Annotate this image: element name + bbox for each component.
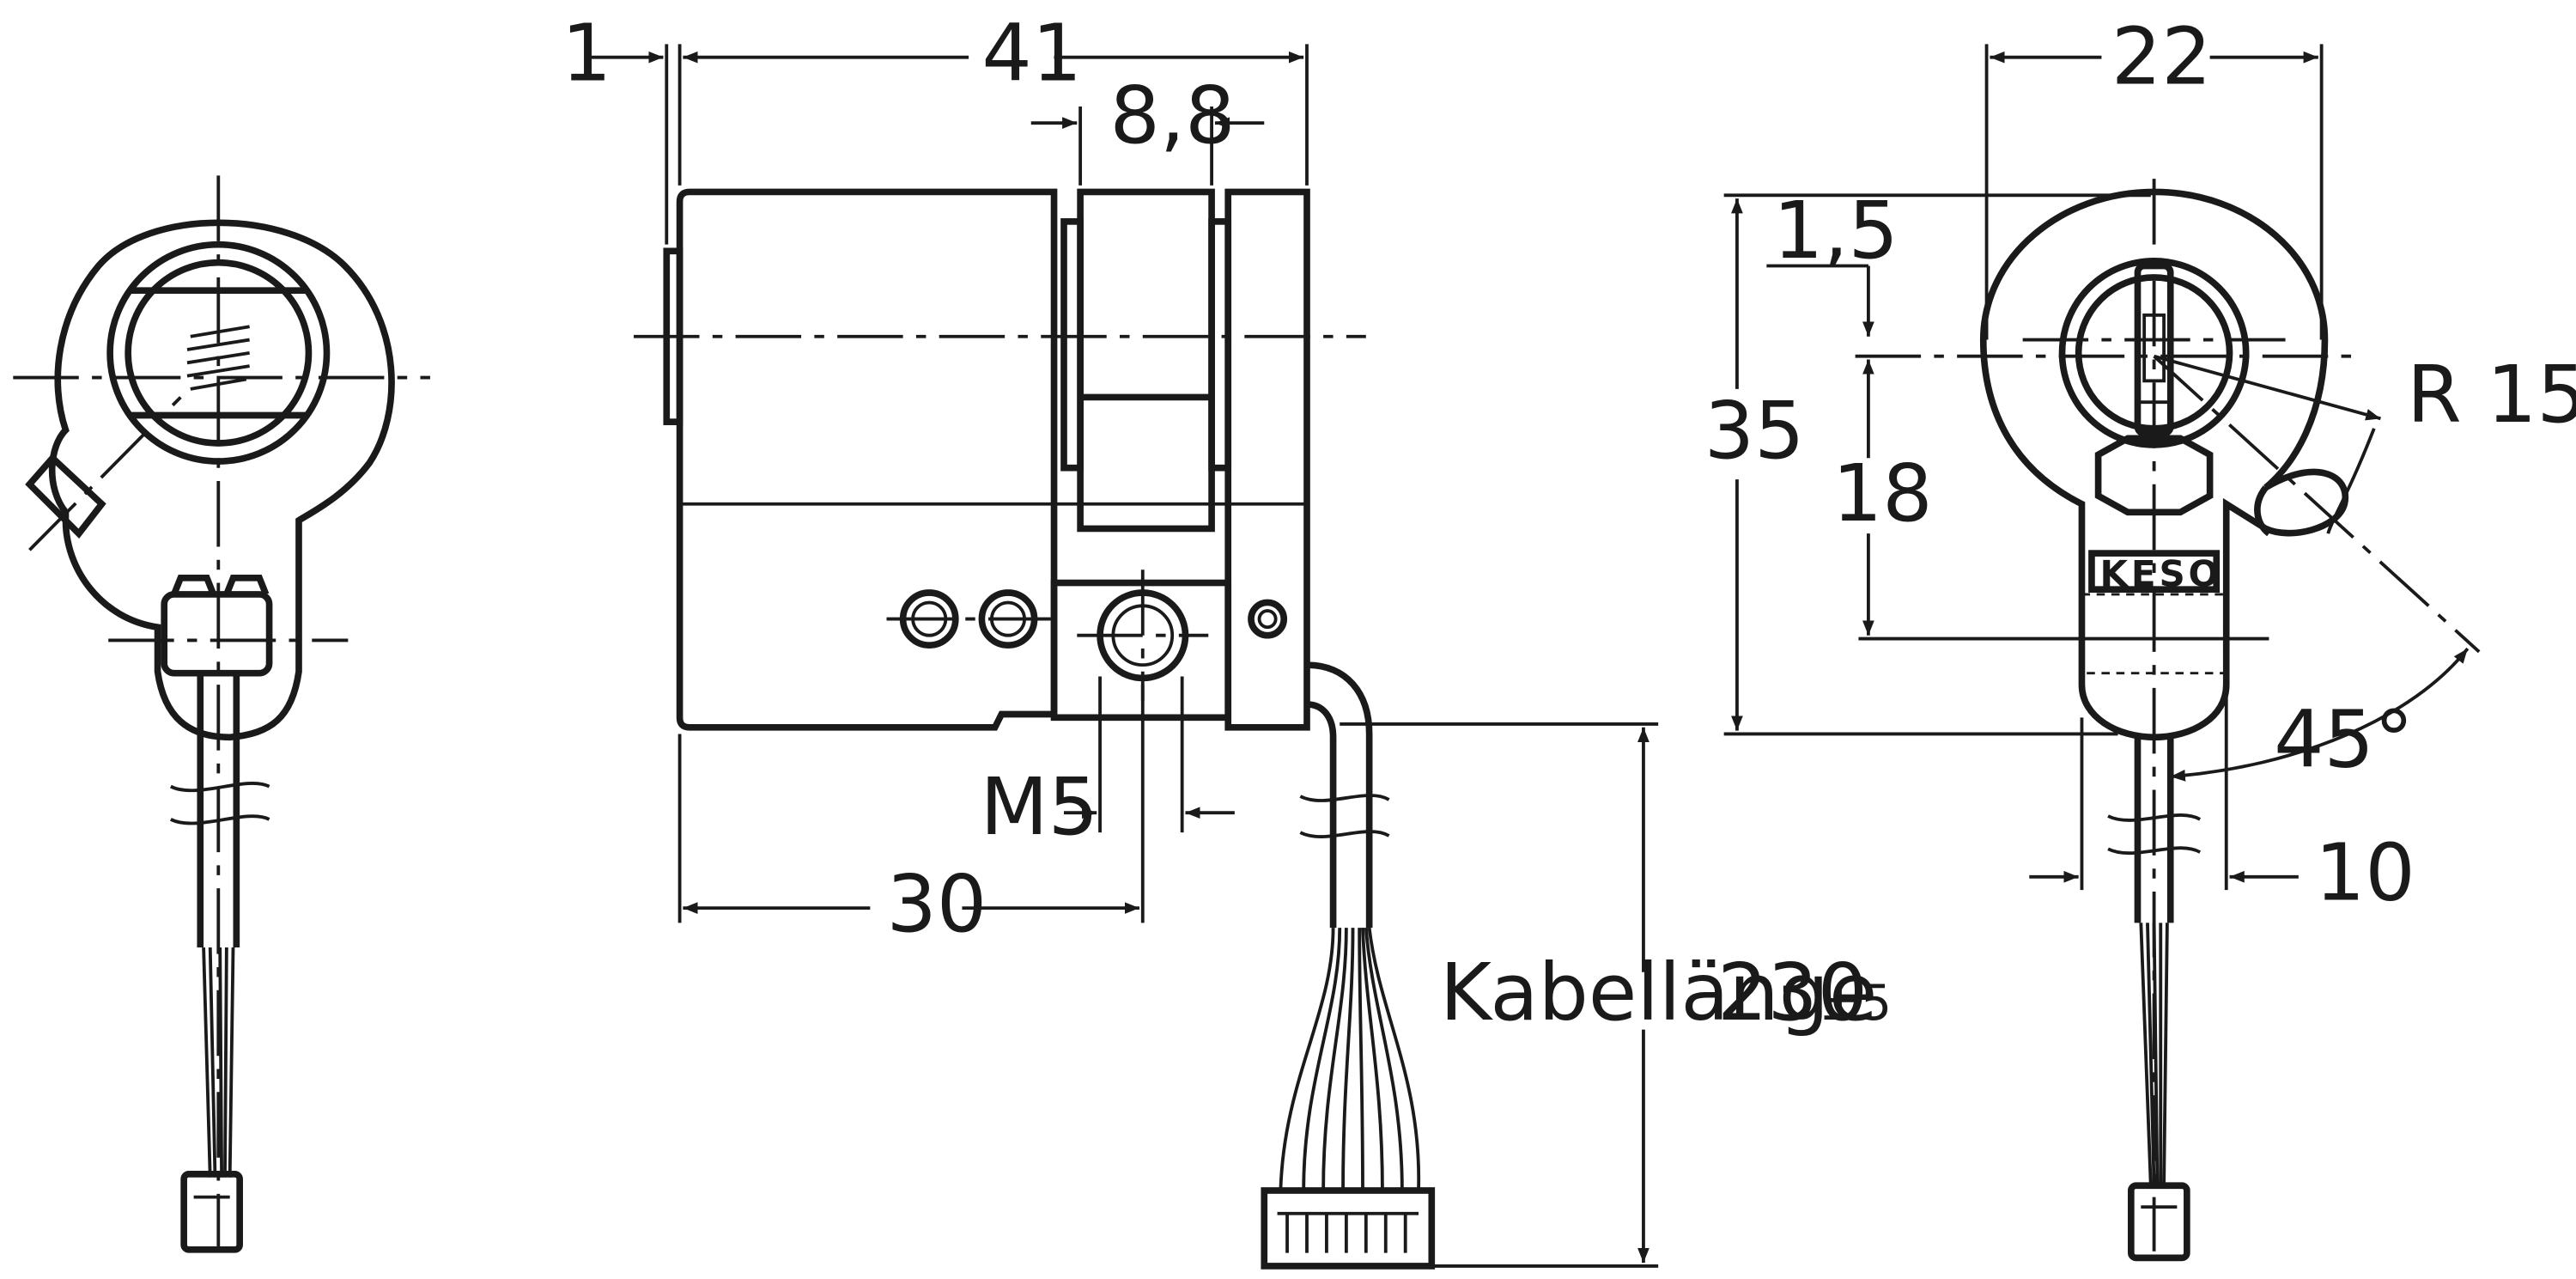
brand-mark: KESO xyxy=(2100,552,2223,594)
dim-8-8-label: 8,8 xyxy=(1110,70,1236,161)
dim-1-label: 1 xyxy=(562,7,611,99)
back-view-right: KESO 22 35 1,5 18 R xyxy=(1704,10,2576,1262)
dim-1-5-label: 1,5 xyxy=(1773,185,1899,277)
dim-41-label: 41 xyxy=(981,7,1082,99)
cable-length-value: 230 xyxy=(1717,947,1868,1038)
dim-angle-label: 45° xyxy=(2274,694,2414,786)
dim-35-label: 35 xyxy=(1704,385,1805,477)
dim-18-label: 18 xyxy=(1832,448,1933,539)
dim-22-label: 22 xyxy=(2111,10,2212,102)
cable-length-label: Kabellänge xyxy=(1440,947,1878,1038)
cable-length-tolerance: ±5 xyxy=(1820,974,1893,1032)
front-view-left xyxy=(13,175,430,1253)
side-view-middle: 1 41 8,8 M5 30 Kabellänge 230 ±5 xyxy=(562,7,1893,1270)
dim-m5-label: M5 xyxy=(980,761,1098,853)
dim-10-label: 10 xyxy=(2315,827,2415,919)
dim-radius-label: R 15,3 xyxy=(2407,349,2576,441)
dim-30-label: 30 xyxy=(887,858,987,950)
